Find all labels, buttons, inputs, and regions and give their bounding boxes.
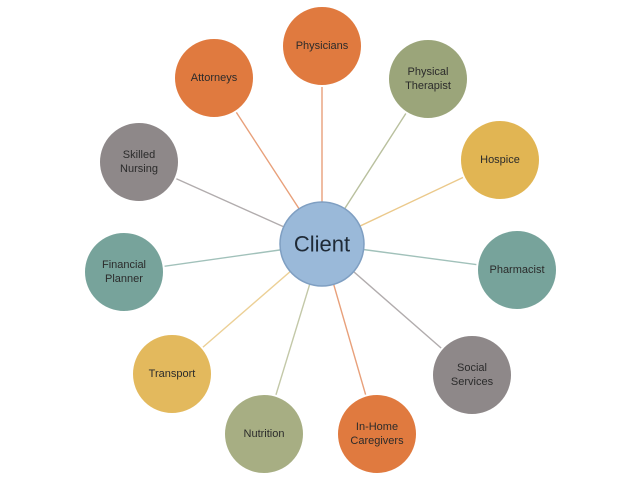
node-label-skilled-nursing: Skilled xyxy=(123,149,155,161)
node-attorneys: Attorneys xyxy=(173,37,255,119)
node-circle-nutrition xyxy=(223,393,305,475)
node-pharmacist: Pharmacist xyxy=(476,229,558,311)
node-label-attorneys: Attorneys xyxy=(191,72,238,84)
node-hospice: Hospice xyxy=(459,119,541,201)
node-label-physicians: Physicians xyxy=(296,40,349,52)
node-label-hospice: Hospice xyxy=(480,154,520,166)
node-label-in-home-caregivers: Caregivers xyxy=(350,435,404,447)
node-transport: Transport xyxy=(131,333,213,415)
node-nutrition: Nutrition xyxy=(223,393,305,475)
node-circle-skilled-nursing xyxy=(98,121,180,203)
node-label-financial-planner: Financial xyxy=(102,259,146,271)
node-circle-social-services xyxy=(431,334,513,416)
node-label-financial-planner: Planner xyxy=(105,273,143,285)
node-label-skilled-nursing: Nursing xyxy=(120,163,158,175)
node-circle-in-home-caregivers xyxy=(336,393,418,475)
outer-nodes: PhysiciansPhysicalTherapistHospicePharma… xyxy=(83,5,558,475)
node-circle-pharmacist xyxy=(476,229,558,311)
node-physicians: Physicians xyxy=(281,5,363,87)
center-label: Client xyxy=(294,232,350,257)
node-label-physical-therapist: Therapist xyxy=(405,80,451,92)
node-circle-transport xyxy=(131,333,213,415)
node-circle-attorneys xyxy=(173,37,255,119)
node-circle-hospice xyxy=(459,119,541,201)
node-label-pharmacist: Pharmacist xyxy=(489,264,544,276)
node-label-physical-therapist: Physical xyxy=(408,66,449,78)
node-label-transport: Transport xyxy=(149,368,196,380)
center-circle xyxy=(279,201,365,287)
node-label-social-services: Services xyxy=(451,376,494,388)
node-label-nutrition: Nutrition xyxy=(244,428,285,440)
node-circle-physical-therapist xyxy=(387,38,469,120)
node-circle-financial-planner xyxy=(83,231,165,313)
node-circle-physicians xyxy=(281,5,363,87)
center-node: Client xyxy=(279,201,365,287)
node-label-in-home-caregivers: In-Home xyxy=(356,421,398,433)
node-label-social-services: Social xyxy=(457,362,487,374)
